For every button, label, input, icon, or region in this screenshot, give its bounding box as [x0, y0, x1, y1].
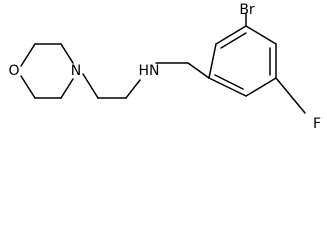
- bond-ar-c5-c6: [245, 77, 277, 97]
- morpholine-nitrogen-label: N: [71, 63, 81, 79]
- bond-ar-c6-c1: [208, 77, 247, 97]
- bond-c4-o: [20, 75, 36, 99]
- fluorine-label: F: [313, 116, 321, 132]
- bond-ar-double-3: [214, 74, 244, 90]
- structure-diagram: O N HN Br F: [8, 2, 322, 132]
- bromine-label: Br: [239, 2, 255, 18]
- oxygen-label: O: [8, 63, 19, 79]
- bond-c2-n: [60, 43, 74, 64]
- bond-ar-c1-c2: [208, 43, 217, 79]
- bond-ch2-ring: [187, 62, 210, 79]
- bond-ring-f: [275, 77, 306, 114]
- molecule-drawing: O N HN Br F: [8, 2, 321, 132]
- bond-ar-double-1: [220, 32, 247, 49]
- bond-o-c1: [20, 43, 36, 67]
- bond-n-c3: [60, 78, 74, 99]
- bond-ar-c2-c3: [215, 25, 247, 45]
- bond-n-ch2-a: [82, 73, 99, 99]
- amine-label: HN: [139, 63, 160, 79]
- bond-ar-c3-c4: [245, 25, 277, 45]
- bond-ch2-nh: [125, 79, 141, 99]
